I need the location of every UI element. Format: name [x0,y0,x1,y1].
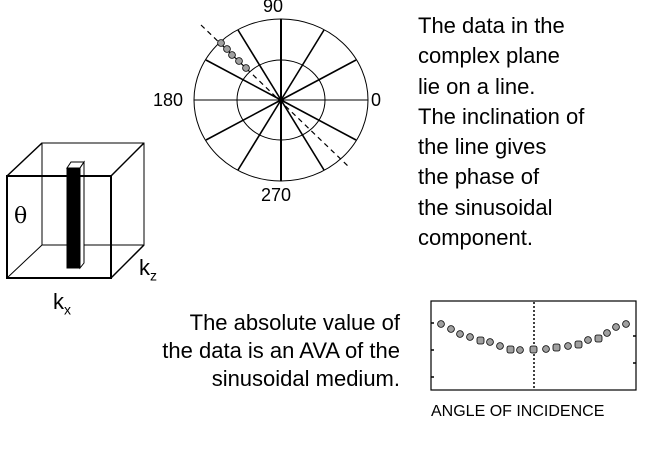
polar-label-180: 180 [153,90,184,110]
cube-front-face [6,175,112,279]
text-line: sinusoidal medium. [211,366,400,391]
fit-line-dashed [200,24,351,169]
complex-data-points [217,39,250,72]
text-line: The data in the [418,13,565,38]
text-line: the phase of [418,164,540,190]
ava-xlabel: ANGLE OF INCIDENCE [431,403,605,420]
polar-label-270: 270 [261,185,292,205]
ava-plot-frame [430,300,637,391]
ava-explanation-text: The absolute value of the data is an AVA… [162,309,400,393]
kx-label: kx [53,289,71,318]
polar-plot [193,18,369,182]
text-line: complex plane [418,43,560,69]
text-line: the sinusoidal [418,194,553,220]
polar-label-0: 0 [371,90,382,110]
text-line: The absolute value of [189,310,400,335]
theta-label: θ [14,204,28,229]
ava-ticks [431,322,636,378]
polar-label-90: 90 [263,0,284,16]
cube-back-face [41,142,145,246]
text-line: lie on a line. [418,73,536,99]
radial-lines [194,19,368,181]
kz-label: kz [139,255,157,284]
cube-diagram [6,142,145,279]
text-line: component. [418,225,533,251]
text-line: the line gives [418,134,547,160]
phase-explanation-text: The data in the complex plane lie on a l… [418,11,584,253]
text-line: The inclination of [418,103,585,129]
ava-data-points [437,320,630,354]
text-line: the data is an AVA of the [162,338,400,363]
